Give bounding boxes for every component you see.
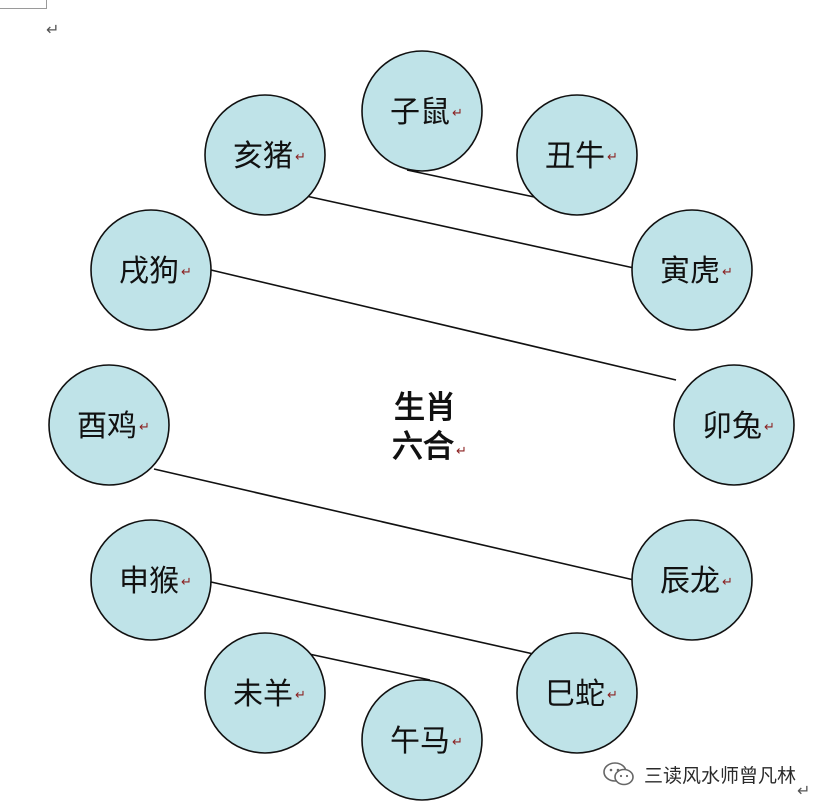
diagram-title: 生肖 六合 ↵ (392, 390, 467, 465)
pair-line-shen-si (210, 581, 539, 656)
pair-line-you-chen (153, 468, 635, 581)
pair-line-hai-yin (305, 195, 635, 269)
node-label: 未羊 (233, 677, 293, 712)
node-yin: 寅虎↵ (631, 209, 753, 331)
wechat-icon (603, 762, 634, 786)
zodiac-nodes: 子鼠↵丑牛↵寅虎↵卯兔↵辰龙↵巳蛇↵午马↵未羊↵申猴↵酉鸡↵戌狗↵亥猪↵ (48, 50, 795, 801)
pair-lines (153, 169, 677, 681)
node-label: 子鼠 (390, 95, 450, 130)
node-label: 卯兔 (702, 409, 762, 444)
watermark-text: 三读风水师曾凡林 (644, 764, 797, 787)
node-return-mark: ↵ (295, 688, 306, 703)
pair-line-xu-mao (210, 269, 677, 381)
node-circle (631, 209, 753, 331)
node-circle (516, 94, 638, 216)
node-label: 丑牛 (545, 139, 605, 174)
node-return-mark: ↵ (607, 150, 618, 165)
node-return-mark: ↵ (139, 420, 150, 435)
node-circle (48, 364, 170, 486)
node-mao: 卯兔↵ (673, 364, 795, 486)
node-return-mark: ↵ (764, 420, 775, 435)
node-chen: 辰龙↵ (631, 519, 753, 641)
node-label: 酉鸡 (77, 409, 137, 444)
node-circle (631, 519, 753, 641)
node-return-mark: ↵ (295, 150, 306, 165)
node-si: 巳蛇↵ (516, 632, 638, 754)
node-circle (516, 632, 638, 754)
paragraph-mark-bottom: ↵ (797, 781, 811, 800)
title-line-2: 六合 (392, 429, 454, 465)
title-line-1: 生肖 (394, 390, 456, 426)
node-return-mark: ↵ (607, 688, 618, 703)
node-circle (673, 364, 795, 486)
node-label: 寅虎 (660, 254, 720, 289)
node-label: 亥猪 (233, 139, 293, 174)
node-circle (204, 632, 326, 754)
node-label: 申猴 (119, 564, 179, 599)
watermark: 三读风水师曾凡林 (602, 758, 796, 790)
node-return-mark: ↵ (181, 575, 192, 590)
page-frame-corner (0, 0, 47, 9)
pair-line-zi-chou (406, 169, 540, 199)
node-zi: 子鼠↵ (361, 50, 483, 172)
node-shen: 申猴↵ (90, 519, 212, 641)
node-label: 午马 (390, 724, 450, 759)
title-return-mark: ↵ (456, 444, 467, 459)
node-circle (204, 94, 326, 216)
paragraph-mark-top: ↵ (46, 20, 60, 39)
node-circle (361, 679, 483, 801)
node-return-mark: ↵ (722, 575, 733, 590)
node-label: 辰龙 (660, 564, 720, 599)
node-xu: 戌狗↵ (90, 209, 212, 331)
node-hai: 亥猪↵ (204, 94, 326, 216)
node-circle (90, 209, 212, 331)
node-chou: 丑牛↵ (516, 94, 638, 216)
node-return-mark: ↵ (722, 265, 733, 280)
node-label: 戌狗 (119, 254, 179, 289)
node-return-mark: ↵ (452, 106, 463, 121)
node-label: 巳蛇 (545, 677, 605, 712)
pair-line-wei-wu (308, 653, 431, 681)
node-circle (361, 50, 483, 172)
node-circle (90, 519, 212, 641)
node-return-mark: ↵ (181, 265, 192, 280)
node-wei: 未羊↵ (204, 632, 326, 754)
node-wu: 午马↵ (361, 679, 483, 801)
node-return-mark: ↵ (452, 735, 463, 750)
node-you: 酉鸡↵ (48, 364, 170, 486)
